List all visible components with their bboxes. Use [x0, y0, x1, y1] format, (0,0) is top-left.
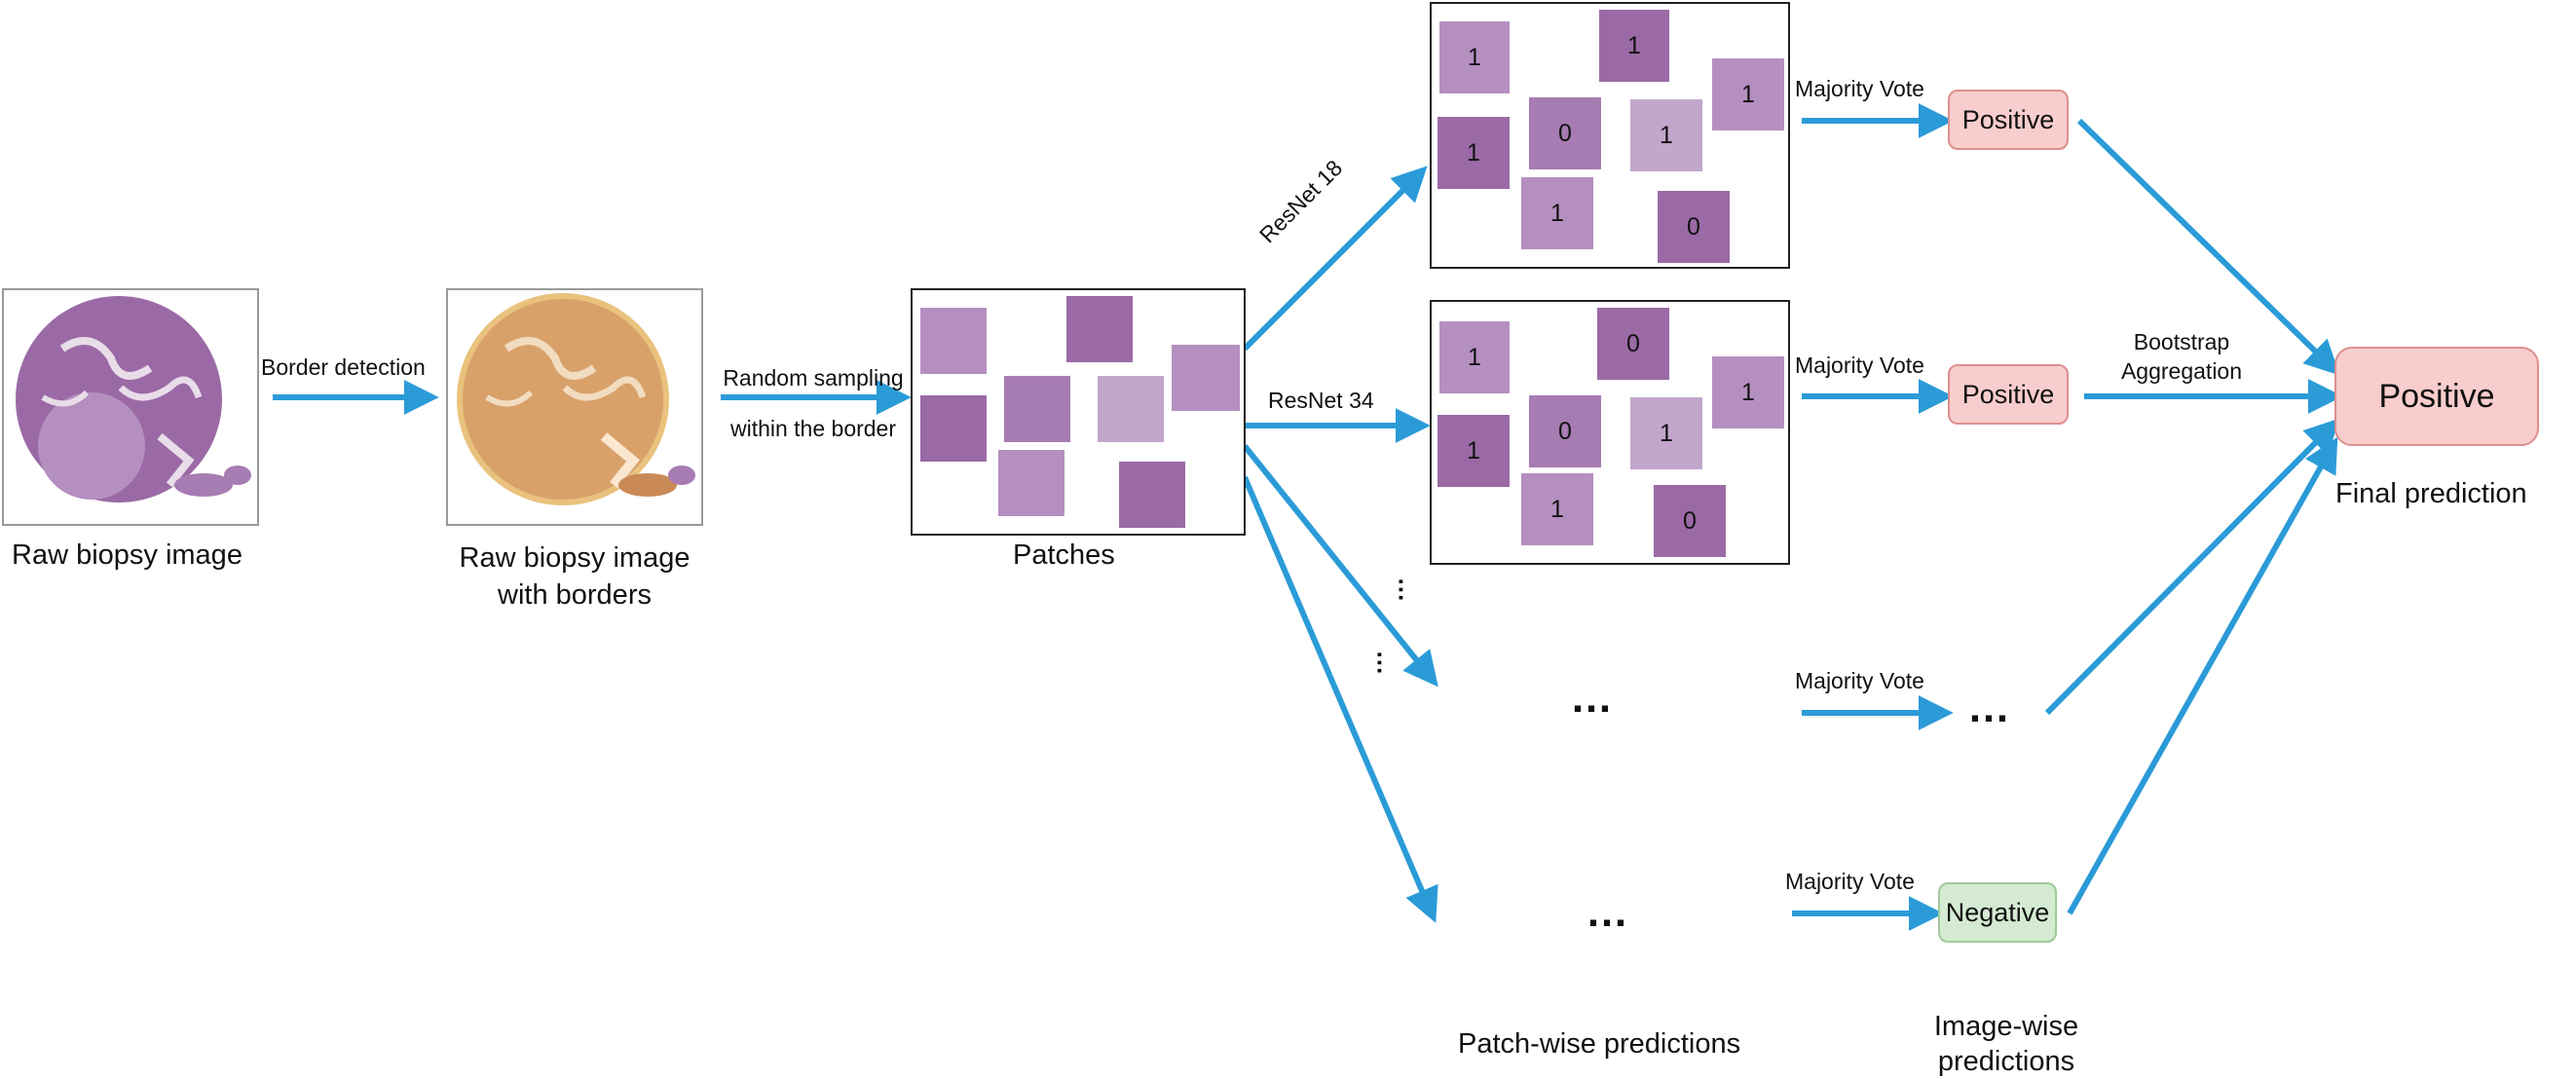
patch-label: 0: [1558, 417, 1572, 445]
raw-biopsy-borders-label: Raw biopsy image with borders: [429, 540, 721, 614]
branch-ellipsis-2: …: [1371, 650, 1401, 676]
patch-prediction: 1: [1630, 397, 1702, 469]
arrow-branch-3: [1242, 444, 1438, 688]
majority-vote-label-3: Majority Vote: [1795, 668, 1924, 693]
image-prediction-negative: Negative: [1938, 882, 2057, 943]
patch-prediction: 1: [1437, 117, 1510, 189]
patch-predictions-middle: 1 0 1 1 0 1 1 0: [1430, 300, 1790, 565]
random-sampling-label: Random sampling within the border: [701, 353, 925, 454]
majority-vote-label-2: Majority Vote: [1795, 353, 1924, 378]
arrow-to-final-1: [2076, 118, 2340, 376]
patch-predictions-ellipsis-3: …: [1570, 674, 1619, 722]
raw-biopsy-image-frame: [2, 288, 259, 526]
patch-prediction: 1: [1439, 321, 1510, 393]
patches-label: Patches: [1013, 540, 1115, 571]
patch-label: 1: [1468, 43, 1481, 71]
patch-prediction: 0: [1658, 191, 1730, 263]
patch-label: 0: [1626, 329, 1640, 357]
patch-label: 1: [1550, 199, 1564, 227]
arrow-resnet18: [1242, 166, 1428, 352]
patch-prediction: 1: [1630, 99, 1702, 171]
patch-label: 1: [1467, 436, 1480, 465]
patch-prediction: 0: [1529, 395, 1601, 467]
patch-label: 1: [1550, 495, 1564, 523]
raw-biopsy-borders-line2: with borders: [498, 579, 652, 611]
patch-label: 1: [1741, 378, 1755, 406]
patch-prediction: 1: [1521, 177, 1593, 249]
patch-image: [1098, 376, 1164, 442]
random-sampling-line1: Random sampling: [723, 365, 904, 391]
patch-prediction: 0: [1654, 485, 1726, 557]
patch-image: [1172, 345, 1240, 411]
resnet34-label: ResNet 34: [1268, 388, 1374, 413]
patch-label: 1: [1468, 343, 1481, 371]
arrow-branch-4: [1242, 475, 1438, 923]
patch-image: [1066, 296, 1133, 362]
patch-predictions-top: 1 1 1 1 0 1 1 0: [1430, 2, 1790, 269]
bootstrap-line1: Bootstrap: [2133, 329, 2230, 354]
biopsy-tissue-image: [16, 296, 251, 502]
patch-wise-predictions-label: Patch-wise predictions: [1458, 1028, 1741, 1060]
image-prediction-positive-2: Positive: [1948, 364, 2069, 425]
raw-biopsy-borders-line1: Raw biopsy image: [459, 542, 691, 574]
image-wise-predictions-label: Image-wise predictions: [1885, 1009, 2128, 1079]
patch-label: 1: [1660, 419, 1673, 447]
arrow-to-final-4: [2067, 436, 2338, 915]
patch-prediction: 1: [1599, 10, 1669, 82]
majority-vote-label-1: Majority Vote: [1795, 76, 1924, 101]
patch-label: 1: [1660, 121, 1673, 149]
raw-biopsy-label: Raw biopsy image: [12, 540, 243, 571]
patch-image: [920, 395, 987, 462]
patch-label: 0: [1687, 212, 1700, 241]
image-prediction-ellipsis: …: [1967, 684, 2016, 731]
patch-predictions-ellipsis-4: …: [1586, 888, 1634, 936]
bootstrap-line2: Aggregation: [2120, 358, 2243, 384]
biopsy-border-image: [457, 293, 695, 505]
patch-image: [998, 450, 1064, 516]
final-prediction-label: Final prediction: [2335, 478, 2527, 509]
bootstrap-aggregation-label: Bootstrap Aggregation: [2094, 327, 2269, 386]
patch-image: [920, 308, 987, 374]
final-prediction-box: Positive: [2334, 347, 2539, 446]
patch-prediction: 1: [1712, 356, 1784, 428]
patch-prediction: 1: [1521, 473, 1593, 545]
patch-prediction: 1: [1439, 21, 1510, 93]
image-wise-line1: Image-wise: [1933, 1011, 2079, 1042]
patch-label: 1: [1627, 31, 1641, 59]
branch-ellipsis-1: …: [1393, 577, 1423, 603]
patch-prediction: 0: [1597, 308, 1669, 380]
majority-vote-label-4: Majority Vote: [1785, 869, 1915, 894]
patch-prediction: 1: [1437, 415, 1510, 487]
border-detection-label: Border detection: [261, 354, 426, 380]
patch-prediction: 1: [1712, 58, 1784, 130]
patch-image: [1119, 462, 1185, 528]
patch-prediction: 0: [1529, 97, 1601, 169]
raw-biopsy-borders-frame: [446, 288, 703, 526]
image-wise-line2: predictions: [1937, 1046, 2075, 1077]
patches-frame: [911, 288, 1246, 536]
random-sampling-line2: within the border: [729, 416, 897, 441]
patch-label: 1: [1741, 80, 1755, 108]
patch-image: [1004, 376, 1070, 442]
patch-label: 0: [1683, 506, 1697, 535]
patch-label: 1: [1467, 138, 1480, 167]
patch-label: 0: [1558, 119, 1572, 147]
image-prediction-positive-1: Positive: [1948, 90, 2069, 150]
arrow-to-final-3: [2044, 418, 2340, 716]
